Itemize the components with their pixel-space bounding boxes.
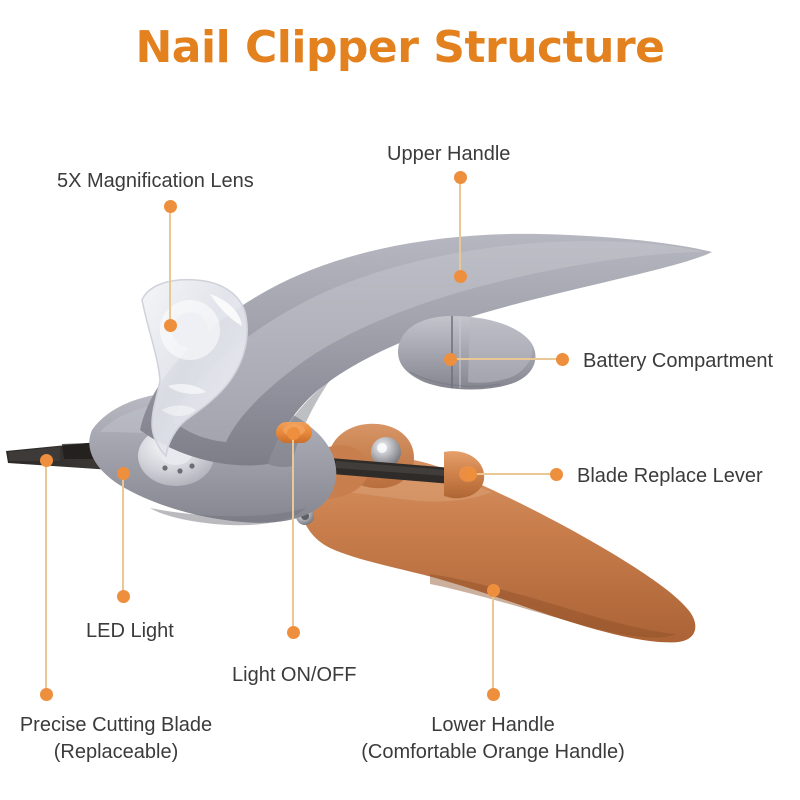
callout-label-light-on-off: Light ON/OFF bbox=[232, 662, 356, 689]
callout-dot-led-light-part bbox=[117, 467, 130, 480]
cutting-blade-shape bbox=[6, 440, 170, 470]
callout-label-magnification-lens: 5X Magnification Lens bbox=[57, 168, 254, 195]
callout-label-battery-compartment: Battery Compartment bbox=[583, 348, 773, 375]
callout-label-lower-handle: Lower Handle (Comfortable Orange Handle) bbox=[320, 712, 666, 766]
callout-label-led-light-line-1: LED Light bbox=[86, 620, 174, 642]
leader-line-lower-handle bbox=[492, 590, 494, 694]
callout-label-blade-replace-lever-line-1: Blade Replace Lever bbox=[577, 465, 763, 487]
callout-dot-led-light-label bbox=[117, 590, 130, 603]
callout-dot-upper-handle-part bbox=[454, 270, 467, 283]
callout-dot-battery-compartment-label bbox=[556, 353, 569, 366]
callout-dot-lower-handle-label bbox=[487, 688, 500, 701]
callout-dot-lower-handle-part bbox=[487, 584, 500, 597]
magnification-lens-shape bbox=[141, 278, 248, 458]
callout-dot-blade-replace-lever-label bbox=[550, 468, 563, 481]
callout-label-precise-cutting-blade-line-2: (Replaceable) bbox=[53, 741, 179, 763]
clipper-head-shape bbox=[89, 391, 337, 526]
callout-label-precise-cutting-blade-line-1: Precise Cutting Blade bbox=[19, 714, 213, 736]
callout-dot-precise-cutting-blade-part bbox=[40, 454, 53, 467]
callout-label-lower-handle-line-1: Lower Handle bbox=[431, 714, 555, 736]
callout-dot-magnification-lens-label bbox=[164, 200, 177, 213]
leader-line-blade-replace-lever bbox=[470, 473, 556, 475]
callout-label-blade-replace-lever: Blade Replace Lever bbox=[577, 463, 763, 490]
leader-line-magnification-lens bbox=[169, 206, 171, 326]
lower-handle-shape bbox=[296, 423, 696, 643]
callout-label-battery-compartment-line-1: Battery Compartment bbox=[583, 350, 774, 372]
page-title: Nail Clipper Structure bbox=[135, 22, 665, 73]
callout-label-magnification-lens-line-1: 5X Magnification Lens bbox=[57, 170, 254, 192]
callout-dot-magnification-lens-part bbox=[164, 319, 177, 332]
callout-label-upper-handle-line-1: Upper Handle bbox=[387, 143, 511, 165]
callout-label-precise-cutting-blade: Precise Cutting Blade (Replaceable) bbox=[0, 712, 232, 766]
callout-label-light-on-off-line-1: Light ON/OFF bbox=[232, 664, 357, 686]
callout-label-upper-handle: Upper Handle bbox=[387, 141, 510, 168]
battery-compartment-shape bbox=[398, 316, 536, 390]
leader-line-led-light bbox=[122, 473, 124, 596]
callout-dot-blade-replace-lever-part bbox=[464, 468, 477, 481]
leader-line-battery-compartment bbox=[450, 358, 562, 360]
callout-label-led-light: LED Light bbox=[86, 618, 174, 645]
callout-dot-precise-cutting-blade-label bbox=[40, 688, 53, 701]
leader-line-precise-cutting-blade bbox=[45, 460, 47, 694]
callout-dot-light-on-off-label bbox=[287, 626, 300, 639]
leader-line-light-on-off bbox=[292, 433, 294, 632]
callout-dot-upper-handle-label bbox=[454, 171, 467, 184]
leader-line-upper-handle bbox=[459, 177, 461, 277]
callout-dot-battery-compartment-part bbox=[444, 353, 457, 366]
blade-linkage-shape bbox=[330, 458, 452, 484]
callout-dot-light-on-off-part bbox=[287, 427, 300, 440]
callout-label-lower-handle-line-2: (Comfortable Orange Handle) bbox=[361, 741, 625, 763]
